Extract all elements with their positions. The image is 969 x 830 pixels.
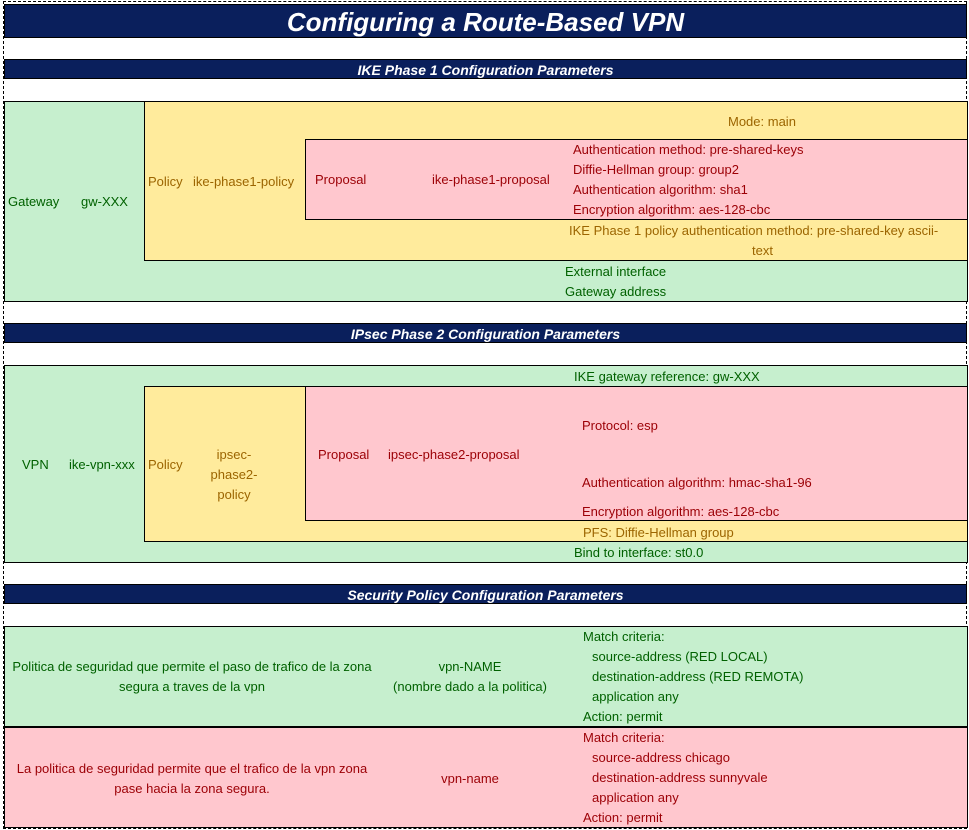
ike-policy-auth-line1: IKE Phase 1 policy authentication method… — [569, 223, 939, 238]
ike-policy-value: ike-phase1-policy — [193, 174, 295, 189]
ike-gateway-reference: IKE gateway reference: gw-XXX — [574, 369, 760, 384]
policy-name-note: (nombre dado a la politica) — [393, 679, 547, 694]
source-address: source-address (RED LOCAL) — [592, 649, 768, 664]
ike-proposal-line: Authentication method: pre-shared-keys — [573, 142, 804, 157]
ike-policy-auth-line2: text — [752, 243, 773, 258]
action: Action: permit — [583, 709, 663, 724]
ike-phase1-header: IKE Phase 1 Configuration Parameters — [4, 59, 967, 79]
policy-description: Politica de seguridad que permite el pas… — [12, 659, 372, 694]
ipsec-policy-label: Policy — [148, 457, 183, 472]
ike-proposal-line: Authentication algorithm: sha1 — [573, 182, 748, 197]
ipsec-proposal-block: Proposal ipsec-phase2-proposal Protocol:… — [305, 386, 968, 521]
destination-address: destination-address sunnyvale — [592, 770, 768, 785]
policy-name: vpn-NAME — [438, 659, 502, 674]
source-address: source-address chicago — [592, 750, 731, 765]
ipsec-pfs: PFS: Diffie-Hellman group — [583, 525, 734, 540]
gateway-label: Gateway — [8, 194, 60, 209]
ipsec-auth-algorithm: Authentication algorithm: hmac-sha1-96 — [582, 475, 812, 490]
security-policy-row-2: La politica de seguridad permite que el … — [4, 727, 968, 828]
bind-interface: Bind to interface: st0.0 — [574, 545, 704, 560]
ike-proposal-value: ike-phase1-proposal — [432, 172, 550, 187]
gateway-address: Gateway address — [565, 284, 667, 299]
gateway-value: gw-XXX — [81, 194, 128, 209]
ike-proposal-line: Diffie-Hellman group: group2 — [573, 162, 739, 177]
ipsec-phase2-header: IPsec Phase 2 Configuration Parameters — [4, 323, 967, 343]
ike-proposal-label: Proposal — [315, 172, 367, 187]
ipsec-policy-value: ipsec-phase2-policy — [210, 447, 258, 502]
security-policy-row-1: Politica de seguridad que permite el pas… — [4, 626, 968, 727]
ipsec-proposal-label: Proposal — [318, 447, 370, 462]
application: application any — [592, 689, 679, 704]
ike-policy-label: Policy — [148, 174, 183, 189]
vpn-label: VPN — [22, 457, 49, 472]
policy-description: La politica de seguridad permite que el … — [16, 761, 368, 796]
security-policy-header: Security Policy Configuration Parameters — [4, 584, 967, 604]
match-criteria: Match criteria: — [583, 730, 665, 745]
ike-mode: Mode: main — [728, 114, 796, 129]
ipsec-enc-algorithm: Encryption algorithm: aes-128-cbc — [582, 504, 780, 519]
ipsec-protocol: Protocol: esp — [582, 418, 658, 433]
destination-address: destination-address (RED REMOTA) — [592, 669, 804, 684]
page-title: Configuring a Route-Based VPN — [4, 4, 967, 38]
ike-proposal-block: Proposal ike-phase1-proposal Authenticat… — [305, 139, 968, 220]
ipsec-proposal-value: ipsec-phase2-proposal — [388, 447, 520, 462]
match-criteria: Match criteria: — [583, 629, 665, 644]
ike-proposal-line: Encryption algorithm: aes-128-cbc — [573, 202, 771, 217]
vpn-value: ike-vpn-xxx — [69, 457, 135, 472]
application: application any — [592, 790, 679, 805]
external-interface: External interface — [565, 264, 667, 279]
policy-name: vpn-name — [441, 771, 499, 786]
action: Action: permit — [583, 810, 663, 825]
